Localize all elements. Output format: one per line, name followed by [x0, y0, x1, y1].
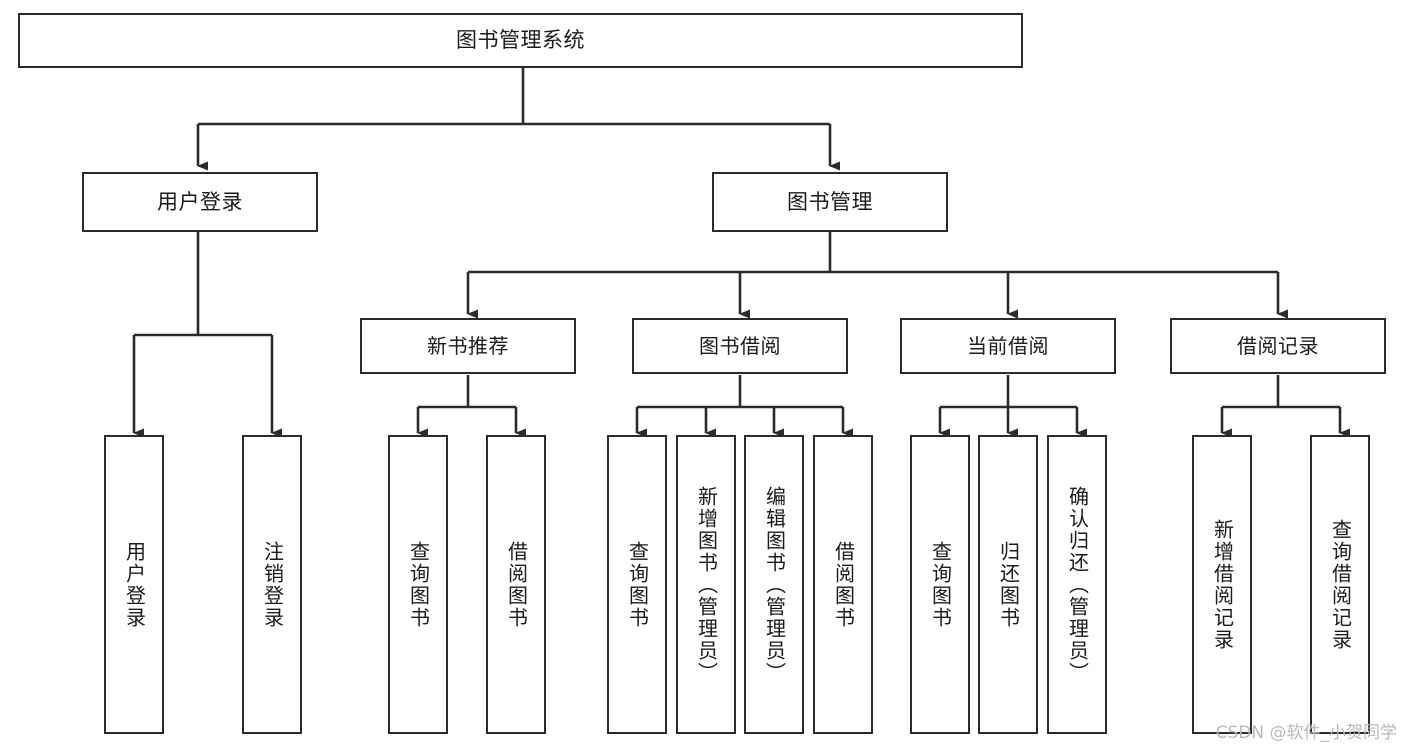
node-user-login-label: 用户登录	[157, 189, 243, 214]
node-book-borrow-label: 图书借阅	[699, 333, 781, 358]
node-root[interactable]: 图书管理系统	[18, 13, 1023, 68]
node-leaf-query-record-label: 查询借阅记录	[1328, 518, 1353, 651]
node-leaf-user-login-label: 用户登录	[122, 540, 147, 629]
node-leaf-return-book-label: 归还图书	[996, 540, 1021, 629]
node-leaf-query-book-2[interactable]: 查询图书	[607, 435, 667, 734]
node-leaf-borrow-book-1-label: 借阅图书	[504, 540, 529, 629]
node-current-borrow-label: 当前借阅	[967, 333, 1049, 358]
node-leaf-confirm-return-label: 确认归还（管理员）	[1065, 485, 1090, 684]
node-current-borrow[interactable]: 当前借阅	[900, 318, 1116, 374]
node-book-borrow[interactable]: 图书借阅	[632, 318, 848, 374]
node-leaf-return-book[interactable]: 归还图书	[978, 435, 1038, 734]
node-user-login[interactable]: 用户登录	[82, 172, 318, 232]
node-leaf-confirm-return[interactable]: 确认归还（管理员）	[1047, 435, 1107, 734]
node-leaf-borrow-book-2-label: 借阅图书	[831, 540, 856, 629]
node-leaf-add-book-label: 新增图书（管理员）	[694, 485, 719, 684]
node-leaf-add-book[interactable]: 新增图书（管理员）	[676, 435, 736, 734]
node-root-label: 图书管理系统	[456, 28, 585, 53]
node-leaf-edit-book[interactable]: 编辑图书（管理员）	[744, 435, 804, 734]
node-leaf-user-logout-label: 注销登录	[260, 540, 285, 629]
node-leaf-query-book-3-label: 查询图书	[928, 540, 953, 629]
node-borrow-record-label: 借阅记录	[1237, 333, 1319, 358]
node-leaf-query-record[interactable]: 查询借阅记录	[1310, 435, 1370, 734]
csdn-watermark: CSDN @软件_小贺同学	[1215, 723, 1397, 743]
node-borrow-record[interactable]: 借阅记录	[1170, 318, 1386, 374]
node-leaf-add-record-label: 新增借阅记录	[1210, 518, 1235, 651]
node-leaf-borrow-book-1[interactable]: 借阅图书	[486, 435, 546, 734]
node-leaf-user-logout[interactable]: 注销登录	[242, 435, 302, 734]
node-book-manage[interactable]: 图书管理	[712, 172, 948, 232]
node-leaf-add-record[interactable]: 新增借阅记录	[1192, 435, 1252, 734]
node-new-book-recommend-label: 新书推荐	[427, 333, 509, 358]
node-leaf-query-book-2-label: 查询图书	[625, 540, 650, 629]
node-leaf-query-book-1-label: 查询图书	[406, 540, 431, 629]
node-leaf-query-book-3[interactable]: 查询图书	[910, 435, 970, 734]
node-book-manage-label: 图书管理	[787, 189, 873, 214]
node-leaf-edit-book-label: 编辑图书（管理员）	[762, 485, 787, 684]
node-leaf-query-book-1[interactable]: 查询图书	[388, 435, 448, 734]
node-new-book-recommend[interactable]: 新书推荐	[360, 318, 576, 374]
node-leaf-borrow-book-2[interactable]: 借阅图书	[813, 435, 873, 734]
node-leaf-user-login[interactable]: 用户登录	[104, 435, 164, 734]
